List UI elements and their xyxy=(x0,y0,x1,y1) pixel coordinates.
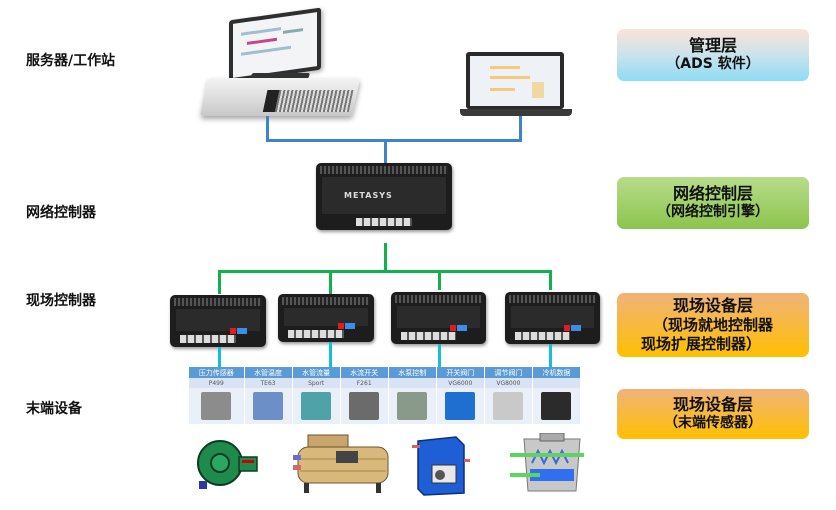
connector-line xyxy=(519,116,522,142)
pressure-sensor-icon xyxy=(201,392,232,420)
layer-title: 网络控制层 xyxy=(672,184,753,204)
connector-line xyxy=(384,139,387,163)
boiler-equipment-icon xyxy=(410,435,470,497)
device-name-cell: 开关阀门 xyxy=(436,367,485,378)
io-line xyxy=(218,347,221,368)
device-name-cell: 水管流量 xyxy=(292,367,341,378)
device-image-cell xyxy=(189,388,245,424)
device-name-cell: 水泵控制 xyxy=(388,367,437,378)
label-field-controller: 现场控制器 xyxy=(26,293,96,309)
device-name-cell: 水管温度 xyxy=(244,367,293,378)
network-bus-line xyxy=(549,270,552,290)
label-end-device: 末端设备 xyxy=(26,401,82,417)
device-model-cell xyxy=(388,378,437,388)
device-name-cell: 调节阀门 xyxy=(484,367,533,378)
device-image-cell xyxy=(244,388,293,424)
temperature-probe-icon xyxy=(253,392,284,420)
layer-management: 管理层 （ADS 软件） xyxy=(617,29,809,81)
flow-meter-icon xyxy=(301,392,332,420)
layer-title: 现场设备层 xyxy=(672,395,753,415)
york-chiller-panel-icon xyxy=(541,392,572,420)
network-bus-line xyxy=(384,243,387,271)
device-name-cell: 压力传感器 xyxy=(189,367,245,378)
monitor-icon xyxy=(229,7,321,83)
device-image-cell xyxy=(532,388,582,424)
network-controller-device: METASYS xyxy=(316,163,452,230)
device-name-cell: 冷机数据 xyxy=(532,367,582,378)
device-model-cell: Sport xyxy=(292,378,341,388)
layer-field-controller: 现场设备层 （现场就地控制器 现场扩展控制器） xyxy=(617,293,809,357)
chiller-equipment-icon xyxy=(290,433,395,495)
laptop-icon xyxy=(466,52,564,109)
device-model-cell: TE63 xyxy=(244,378,293,388)
flow-switch-icon xyxy=(349,392,380,420)
layer-title: 管理层 xyxy=(688,36,737,56)
io-line xyxy=(329,342,332,368)
network-bus-line xyxy=(329,270,332,294)
pump-equipment-icon xyxy=(195,435,260,490)
io-line xyxy=(438,344,441,368)
device-image-cell xyxy=(436,388,485,424)
field-controller-device xyxy=(278,294,374,342)
label-network-controller: 网络控制器 xyxy=(26,205,96,221)
device-model-cell: F261 xyxy=(340,378,389,388)
device-image-cell xyxy=(388,388,437,424)
pump-control-panel-icon xyxy=(397,392,428,420)
device-image-cell xyxy=(484,388,533,424)
connector-line xyxy=(266,116,269,142)
field-controller-device xyxy=(505,292,600,344)
connector-line xyxy=(266,139,522,142)
label-server-workstation: 服务器/工作站 xyxy=(26,53,116,69)
layer-network-control: 网络控制层 （网络控制引擎） xyxy=(617,177,809,229)
device-model-cell: VG8000 xyxy=(484,378,533,388)
metasys-brand-label: METASYS xyxy=(344,191,393,200)
device-model-cell: P499 xyxy=(189,378,245,388)
field-controller-device xyxy=(391,292,486,344)
field-controller-device xyxy=(170,295,266,347)
cooling-tower-equipment-icon xyxy=(510,432,590,493)
layer-subtitle-line2: 现场扩展控制器） xyxy=(640,335,761,353)
device-name-cell: 水流开关 xyxy=(340,367,389,378)
device-model-cell: VG6000 xyxy=(436,378,485,388)
device-image-cell xyxy=(340,388,389,424)
server-icon xyxy=(199,78,361,116)
io-line xyxy=(549,344,552,368)
butterfly-valve-icon xyxy=(445,392,476,420)
layer-subtitle: （ADS 软件） xyxy=(666,56,760,73)
layer-subtitle-line1: （现场就地控制器 xyxy=(652,316,773,335)
network-bus-line xyxy=(218,270,551,273)
network-bus-line xyxy=(438,270,441,290)
device-image-cell xyxy=(292,388,341,424)
layer-title: 现场设备层 xyxy=(672,296,753,316)
layer-end-sensor: 现场设备层 （末端传感器） xyxy=(617,389,809,439)
layer-subtitle: （末端传感器） xyxy=(664,415,762,432)
actuator-valve-icon xyxy=(493,392,524,420)
network-bus-line xyxy=(218,270,221,294)
layer-subtitle: （网络控制引擎） xyxy=(657,204,769,221)
device-model-cell xyxy=(532,378,582,388)
